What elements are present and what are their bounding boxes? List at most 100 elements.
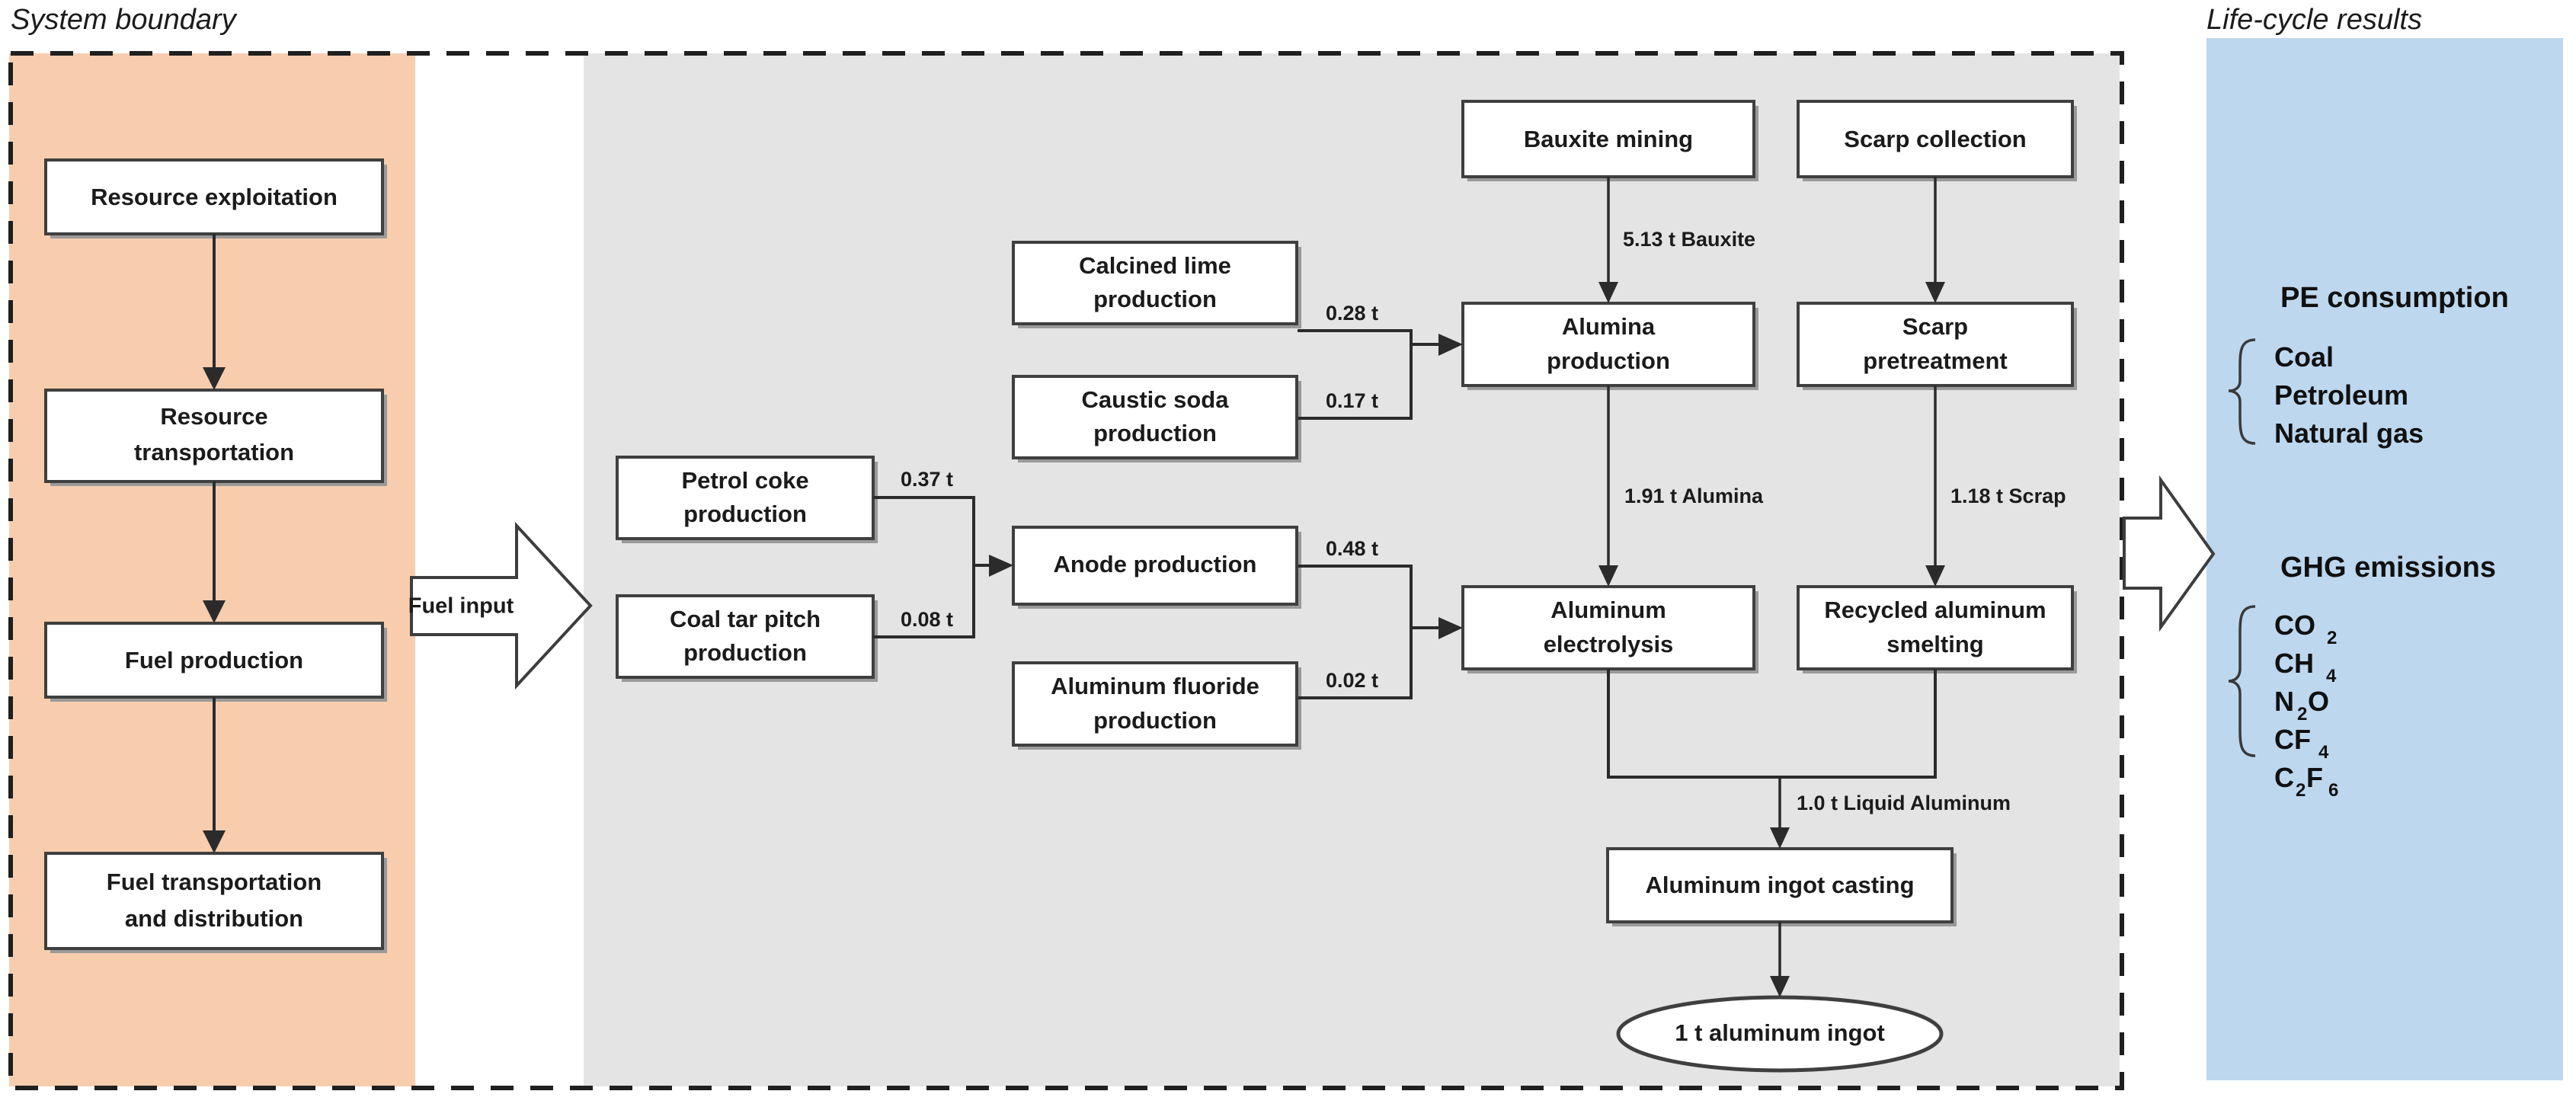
- box-scarp-pretreatment[interactable]: Scarp pretreatment: [1797, 302, 2077, 390]
- box-bauxite-mining[interactable]: Bauxite mining: [1461, 100, 1758, 181]
- box-label-line2: and distribution: [125, 905, 303, 932]
- svg-text:2: 2: [2296, 780, 2306, 801]
- connector-casting-to-ingot: [1770, 922, 1790, 997]
- arrow-exploitation-to-transportation: [203, 234, 226, 390]
- flow-label-anode: 0.48 t: [1326, 537, 1378, 560]
- system-boundary-dashed-frame: [8, 51, 2124, 1090]
- node-aluminum-ingot[interactable]: 1 t aluminum ingot: [1616, 995, 1944, 1073]
- box-fuel-transportation-and-distribution[interactable]: Fuel transportation and distribution: [44, 852, 387, 953]
- svg-text:6: 6: [2328, 780, 2338, 801]
- results-item-ch4: CH 4: [2274, 648, 2337, 686]
- flow-label-petrol-coke: 0.37 t: [901, 468, 953, 491]
- core-process-panel: [584, 53, 2120, 1086]
- flow-label-coal-tar-pitch: 0.08 t: [901, 608, 953, 631]
- ghg-emissions-brace: [2228, 605, 2256, 757]
- box-resource-transportation[interactable]: Resource transportation: [44, 389, 387, 486]
- box-label-line1: Aluminum: [1550, 597, 1666, 623]
- box-label-line1: Alumina: [1562, 313, 1656, 340]
- box-label-line1: Calcined lime: [1079, 252, 1231, 279]
- flow-label-aluminum-fluoride: 0.02 t: [1326, 669, 1378, 692]
- box-label-line2: smelting: [1886, 631, 1983, 657]
- box-label-line2: production: [1093, 420, 1217, 446]
- svg-text:CF: CF: [2274, 724, 2311, 755]
- svg-text:CH: CH: [2274, 648, 2314, 679]
- box-label: Resource exploitation: [91, 184, 338, 210]
- svg-text:F: F: [2306, 762, 2323, 793]
- flow-label-caustic-soda: 0.17 t: [1326, 389, 1378, 412]
- fuel-input-label: Fuel input: [408, 594, 514, 619]
- flow-label-calcined-lime: 0.28 t: [1326, 302, 1378, 325]
- results-item-natural-gas: Natural gas: [2274, 418, 2424, 449]
- box-label-line1: Caustic soda: [1082, 386, 1230, 413]
- flow-label-bauxite: 5.13 t Bauxite: [1623, 228, 1755, 251]
- box-calcined-lime-production[interactable]: Calcined lime production: [1012, 241, 1301, 328]
- box-fuel-production[interactable]: Fuel production: [44, 622, 387, 702]
- box-label: Scarp collection: [1844, 126, 2026, 152]
- connector-bauxite-to-alumina: [1598, 177, 1618, 303]
- box-scarp-collection[interactable]: Scarp collection: [1797, 100, 2077, 181]
- results-heading-pe-consumption: PE consumption: [2280, 282, 2509, 314]
- box-recycled-aluminum-smelting[interactable]: Recycled aluminum smelting: [1797, 585, 2077, 673]
- box-label-line1: Recycled aluminum: [1824, 597, 2046, 623]
- results-panel: [2206, 38, 2563, 1080]
- box-label-line1: Scarp: [1902, 313, 1968, 340]
- svg-text:4: 4: [2326, 666, 2337, 686]
- box-label-line2: production: [1093, 286, 1217, 312]
- svg-text:CO: CO: [2274, 609, 2315, 641]
- life-cycle-results-caption: Life-cycle results: [2206, 4, 2422, 36]
- box-aluminum-ingot-casting[interactable]: Aluminum ingot casting: [1606, 847, 1957, 926]
- connector-to-ingot-casting: [1607, 669, 1937, 849]
- flow-label-scrap: 1.18 t Scrap: [1950, 485, 2066, 507]
- box-aluminum-fluoride-production[interactable]: Aluminum fluoride production: [1012, 661, 1301, 750]
- svg-text:C: C: [2274, 762, 2294, 793]
- connector-alumina-to-electrolysis: [1598, 386, 1618, 587]
- results-item-co2: CO 2: [2274, 609, 2337, 648]
- results-item-cf4: CF 4: [2274, 724, 2329, 763]
- box-label-line1: Fuel transportation: [107, 869, 322, 895]
- box-label: Anode production: [1054, 551, 1257, 577]
- box-label: Fuel production: [125, 647, 303, 673]
- box-coal-tar-pitch-production[interactable]: Coal tar pitch production: [616, 594, 878, 682]
- box-aluminum-electrolysis[interactable]: Aluminum electrolysis: [1461, 585, 1758, 673]
- node-label: 1 t aluminum ingot: [1675, 1019, 1885, 1046]
- box-label: Bauxite mining: [1524, 126, 1693, 152]
- box-resource-exploitation[interactable]: Resource exploitation: [44, 158, 387, 238]
- svg-text:2: 2: [2297, 704, 2307, 725]
- box-label-line2: production: [683, 639, 807, 666]
- box-alumina-production[interactable]: Alumina production: [1461, 302, 1758, 390]
- connector-pretreatment-to-smelting: [1925, 386, 1945, 587]
- connector-anode-fluoride-to-electrolysis: [1298, 565, 1463, 699]
- box-label-line1: Coal tar pitch: [670, 606, 821, 632]
- box-label-line1: Aluminum fluoride: [1051, 673, 1259, 699]
- results-item-n2o: N 2 O: [2274, 686, 2329, 725]
- connector-scarp-collection-to-pretreatment: [1925, 177, 1945, 303]
- box-label-line1: Petrol coke: [681, 467, 808, 494]
- box-label-line2: pretreatment: [1863, 347, 2008, 374]
- arrow-transportation-to-fuel-production: [203, 482, 226, 623]
- box-label-line2: electrolysis: [1544, 631, 1674, 657]
- svg-text:O: O: [2308, 686, 2329, 717]
- fuel-input-arrow: Fuel input: [408, 521, 593, 690]
- results-item-c2f6: C 2 F 6: [2274, 762, 2338, 801]
- box-anode-production[interactable]: Anode production: [1012, 526, 1301, 609]
- box-label-line2: production: [1093, 707, 1217, 734]
- box-label-line2: production: [683, 501, 807, 527]
- box-label-line2: production: [1547, 347, 1670, 374]
- box-petrol-coke-production[interactable]: Petrol coke production: [616, 456, 878, 543]
- flow-label-liquid-aluminum: 1.0 t Liquid Aluminum: [1797, 792, 2011, 814]
- svg-text:2: 2: [2327, 628, 2337, 648]
- flow-label-alumina: 1.91 t Alumina: [1624, 485, 1764, 507]
- results-heading-ghg-emissions: GHG emissions: [2280, 552, 2496, 584]
- system-boundary-caption: System boundary: [11, 4, 238, 36]
- arrow-fuel-production-to-fuel-transportation: [203, 697, 226, 853]
- box-label-line1: Resource: [160, 403, 267, 430]
- box-label: Aluminum ingot casting: [1645, 872, 1914, 898]
- connector-lime-soda-to-alumina: [1298, 329, 1463, 420]
- connector-fuels-to-anode: [873, 496, 1013, 638]
- box-label-line2: transportation: [134, 439, 294, 466]
- results-item-coal: Coal: [2274, 341, 2334, 373]
- results-item-petroleum: Petroleum: [2274, 379, 2408, 411]
- results-output-arrow: [2123, 475, 2216, 632]
- box-caustic-soda-production[interactable]: Caustic soda production: [1012, 375, 1301, 462]
